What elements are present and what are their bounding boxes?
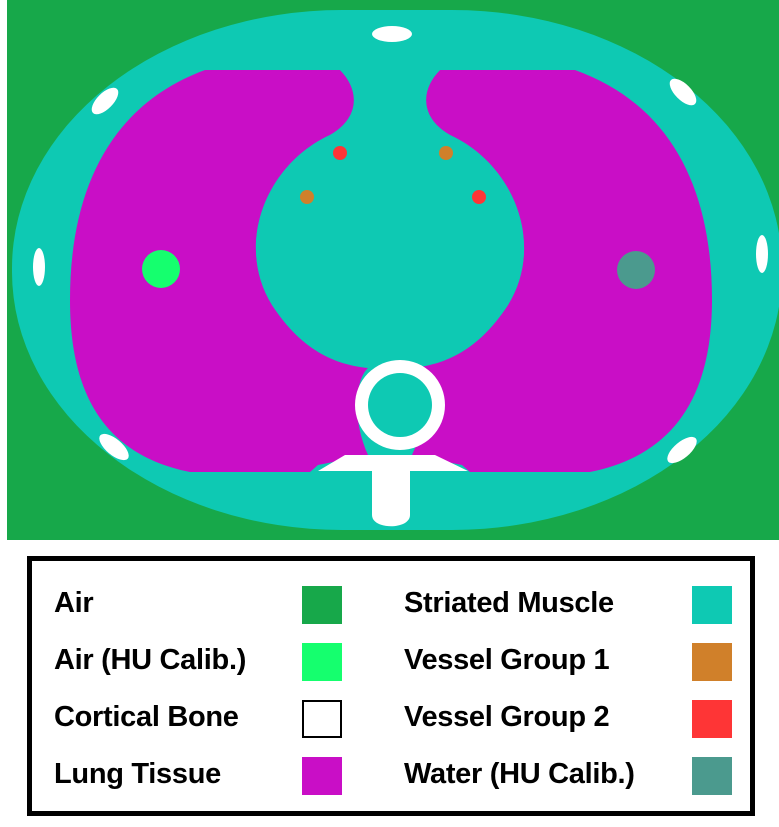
legend-item-water-hu-calib: Water (HU Calib.) bbox=[404, 754, 635, 794]
rib-bone bbox=[33, 248, 45, 286]
vessel-group-1-marker bbox=[439, 146, 453, 160]
legend-label: Vessel Group 1 bbox=[404, 644, 609, 677]
vessel-group-2-marker bbox=[472, 190, 486, 204]
legend-label: Air bbox=[54, 587, 93, 620]
vessel-group-2-marker bbox=[333, 146, 347, 160]
legend-item-air-hu-calib: Air (HU Calib.) bbox=[54, 640, 246, 680]
legend-label: Striated Muscle bbox=[404, 587, 614, 620]
phantom-cross-section bbox=[0, 0, 779, 540]
sternum-bone bbox=[372, 26, 412, 42]
legend-item-cortical-bone: Cortical Bone bbox=[54, 697, 239, 737]
legend-swatch-lung-tissue bbox=[302, 757, 342, 795]
vessel-group-1-marker bbox=[300, 190, 314, 204]
legend-item-air: Air bbox=[54, 583, 93, 623]
legend-swatch-cortical-bone bbox=[302, 700, 342, 738]
spinal-canal-muscle bbox=[368, 373, 432, 437]
legend-label: Vessel Group 2 bbox=[404, 701, 609, 734]
legend-swatch-water-hu-calib bbox=[692, 757, 732, 795]
legend-item-lung-tissue: Lung Tissue bbox=[54, 754, 221, 794]
legend-label: Water (HU Calib.) bbox=[404, 758, 635, 791]
legend-swatch-striated-muscle bbox=[692, 586, 732, 624]
legend-swatch-vessel-group-2 bbox=[692, 700, 732, 738]
legend-label: Air (HU Calib.) bbox=[54, 644, 246, 677]
legend-item-vessel-group-2: Vessel Group 2 bbox=[404, 697, 609, 737]
legend-item-vessel-group-1: Vessel Group 1 bbox=[404, 640, 609, 680]
rib-bone bbox=[756, 235, 768, 273]
legend-label: Cortical Bone bbox=[54, 701, 239, 734]
legend-item-striated-muscle: Striated Muscle bbox=[404, 583, 614, 623]
legend: Air Air (HU Calib.) Cortical Bone Lung T… bbox=[27, 556, 755, 816]
water-hu-calib-insert bbox=[617, 251, 655, 289]
legend-swatch-air-hu-calib bbox=[302, 643, 342, 681]
legend-swatch-vessel-group-1 bbox=[692, 643, 732, 681]
air-hu-calib-insert bbox=[142, 250, 180, 288]
legend-swatch-air bbox=[302, 586, 342, 624]
legend-label: Lung Tissue bbox=[54, 758, 221, 791]
